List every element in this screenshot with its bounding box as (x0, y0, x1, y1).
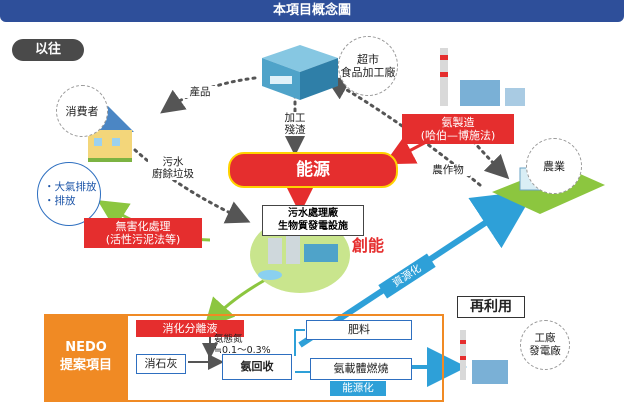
page-title: 本項目概念圖 (0, 0, 624, 22)
factory-power-node: 工廠 發電廠 (520, 320, 570, 370)
ammonia-fuel-box: 氨載體燃燒 (310, 358, 412, 380)
crops-label: 農作物 (426, 164, 470, 176)
nedo-proposal-label: NEDO 提案項目 (44, 314, 128, 400)
energy-conversion-badge: 能源化 (330, 381, 386, 396)
digestion-separation-badge: 消化分離液 (136, 320, 244, 337)
consumer-node: 消費者 (56, 85, 108, 137)
products-label: 產品 (183, 86, 217, 98)
ammonia-manufacture-badge: 氨製造 (哈伯—博施法) (402, 114, 514, 144)
ammonia-nitrogen-note: 氨態氮 ≒0.1～0.3% (214, 334, 271, 356)
emission-text: ・排放 (44, 195, 76, 207)
slaked-lime-box: 消石灰 (136, 354, 186, 374)
power-factory-illustration (460, 330, 508, 384)
sewage-food-waste-label: 污水 廚餘垃圾 (148, 156, 198, 180)
processing-residue-label: 加工 殘渣 (280, 112, 310, 136)
recovery-to-fertilizer-arrow (294, 329, 305, 356)
sewage-plant-label: 污水處理廠 生物質發電設施 (262, 205, 364, 236)
ammonia-plant-illustration (440, 48, 525, 106)
plant-to-nedo-arrow (203, 278, 266, 329)
create-energy-label: 創能 (352, 236, 385, 255)
detox-treatment-badge: 無害化處理 (活性污泥法等) (84, 218, 202, 248)
supermarket-node: 超市 食品加工廠 (338, 36, 398, 96)
waste-flow-arrow (133, 148, 251, 224)
fertilizer-box: 肥料 (306, 320, 412, 340)
sewage-plant-illustration (250, 217, 350, 293)
emission-circle: ・大氣排放 ・排放 (37, 162, 101, 226)
ammonia-recovery-box: 氨回收 (222, 354, 292, 380)
energy-badge: 能源 (228, 152, 398, 188)
reuse-label: 再利用 (457, 296, 525, 318)
atmosphere-emission-text: ・大氣排放 (44, 181, 97, 193)
past-label: 以往 (12, 39, 84, 61)
supermarket-building-illustration (262, 45, 338, 100)
agriculture-node: 農業 (526, 138, 582, 194)
